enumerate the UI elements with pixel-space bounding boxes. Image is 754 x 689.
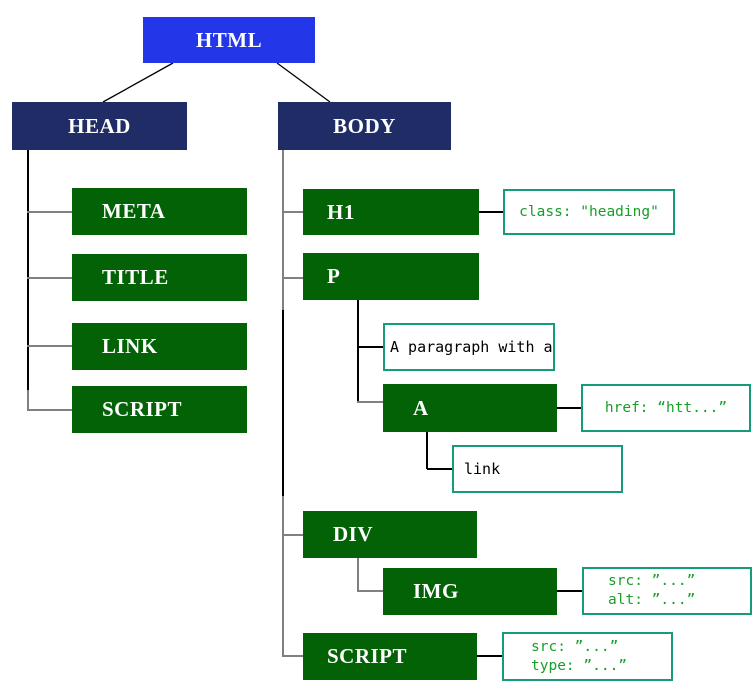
annotation-h1-class: class: "heading" xyxy=(503,189,675,235)
node-div-label: DIV xyxy=(333,522,374,546)
text-box-paragraph: A paragraph with a xyxy=(383,323,555,371)
node-body-script-label: SCRIPT xyxy=(327,644,408,668)
text-box-link: link xyxy=(452,445,623,493)
node-p-label: P xyxy=(327,264,341,288)
annotation-h1-class-text: class: "heading" xyxy=(519,204,659,220)
connector-html-body xyxy=(276,62,331,103)
node-head-label: HEAD xyxy=(68,113,131,138)
node-head: HEAD xyxy=(12,102,187,150)
node-html: HTML xyxy=(143,17,315,63)
annotation-script-type-text: type: ”...” xyxy=(531,657,628,674)
paragraph-text: A paragraph with a xyxy=(390,338,553,356)
node-div: DIV xyxy=(303,511,477,558)
node-title-label: TITLE xyxy=(102,265,169,289)
node-link: LINK xyxy=(72,323,247,370)
node-img: IMG xyxy=(383,568,557,615)
node-img-label: IMG xyxy=(413,579,459,603)
annotation-a-href: href: “htt...” xyxy=(581,384,751,432)
annotation-img-src-text: src: ”...” xyxy=(608,573,696,589)
node-meta: META xyxy=(72,188,247,235)
link-text: link xyxy=(464,460,501,478)
annotation-script-src-text: src: ”...” xyxy=(531,638,619,655)
annotation-img-alt-text: alt: ”...” xyxy=(608,592,696,608)
node-html-label: HTML xyxy=(195,27,263,52)
node-a: A xyxy=(383,384,557,432)
node-body-label: BODY xyxy=(333,113,396,138)
node-a-label: A xyxy=(413,395,429,420)
node-p: P xyxy=(303,253,479,300)
node-h1: H1 xyxy=(303,189,479,235)
annotation-a-href-text: href: “htt...” xyxy=(604,400,728,416)
node-title: TITLE xyxy=(72,254,247,301)
node-h1-label: H1 xyxy=(327,199,355,224)
node-body: BODY xyxy=(278,102,451,150)
node-head-script: SCRIPT xyxy=(72,386,247,433)
annotation-img-attrs: src: ”...” alt: ”...” xyxy=(582,567,752,615)
node-meta-label: META xyxy=(102,199,166,223)
annotation-script-attrs: src: ”...” type: ”...” xyxy=(502,632,673,681)
node-link-label: LINK xyxy=(102,334,158,358)
node-body-script: SCRIPT xyxy=(303,633,477,680)
connector-html-head xyxy=(102,62,174,103)
node-head-script-label: SCRIPT xyxy=(102,397,183,421)
